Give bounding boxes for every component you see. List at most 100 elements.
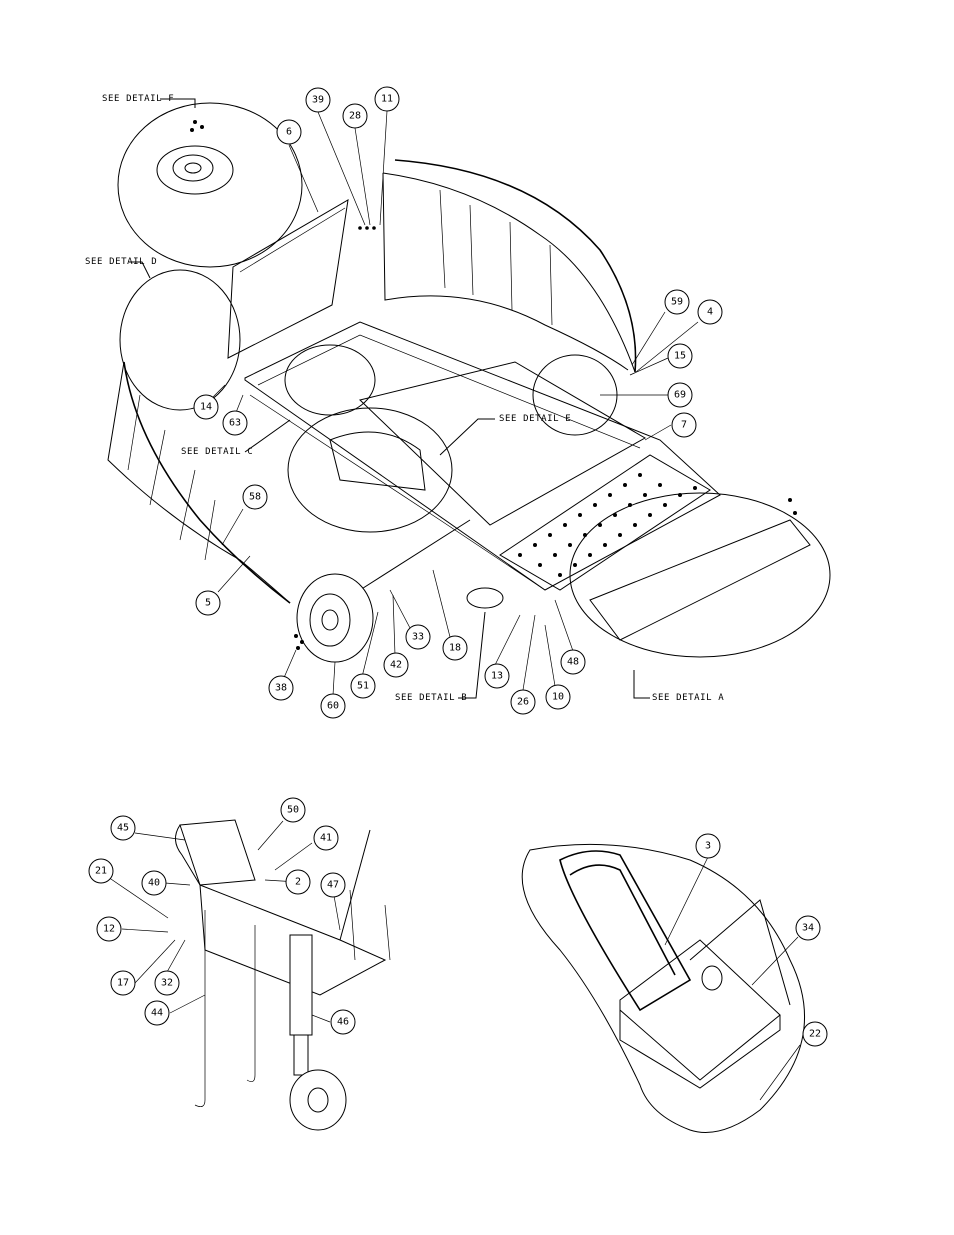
callout-circle — [664, 289, 690, 315]
callout-circle — [313, 825, 339, 851]
callout-2: 2 — [285, 869, 311, 895]
callout-38: 38 — [268, 675, 294, 701]
callout-51: 51 — [350, 673, 376, 699]
callout-number: 26 — [517, 697, 529, 708]
see-detail-f-label: SEE DETAIL F — [102, 94, 174, 104]
detail-a-bubble — [569, 492, 831, 658]
callout-63: 63 — [222, 410, 248, 436]
callout-41: 41 — [313, 825, 339, 851]
callout-number: 33 — [412, 632, 424, 643]
callout-circle — [545, 684, 571, 710]
callout-14: 14 — [193, 394, 219, 420]
see-detail-b-label: SEE DETAIL B — [395, 693, 467, 703]
callout-circle — [671, 412, 697, 438]
callout-number: 22 — [809, 1029, 821, 1040]
callout-number: 10 — [552, 692, 564, 703]
callout-circle — [110, 970, 136, 996]
callout-number: 4 — [707, 307, 713, 318]
detail-c-bubble — [287, 407, 453, 533]
callout-number: 58 — [249, 492, 261, 503]
callout-circle — [268, 675, 294, 701]
tread-holes — [518, 473, 697, 577]
callout-number: 18 — [449, 643, 461, 654]
callout-circle — [374, 86, 400, 112]
callout-34: 34 — [795, 915, 821, 941]
callout-46: 46 — [330, 1009, 356, 1035]
callout-11: 11 — [374, 86, 400, 112]
callout-circle — [320, 872, 346, 898]
callout-4: 4 — [697, 299, 723, 325]
callout-5: 5 — [195, 590, 221, 616]
callout-circle — [141, 870, 167, 896]
callout-number: 34 — [802, 923, 814, 934]
callout-circle — [88, 858, 114, 884]
callout-circle — [320, 693, 346, 719]
detail-f-bubble — [117, 102, 303, 268]
callout-number: 14 — [200, 402, 212, 413]
callout-number: 69 — [674, 390, 686, 401]
callout-13: 13 — [484, 663, 510, 689]
callout-number: 63 — [229, 418, 241, 429]
callout-number: 13 — [491, 671, 503, 682]
callout-42: 42 — [383, 652, 409, 678]
callout-18: 18 — [442, 635, 468, 661]
callout-number: 2 — [295, 877, 301, 888]
left-wheel — [296, 573, 374, 663]
callout-circle — [195, 590, 221, 616]
callout-7: 7 — [671, 412, 697, 438]
seat-bracket-assembly — [521, 843, 806, 1133]
callout-number: 7 — [681, 420, 687, 431]
callout-circle — [276, 119, 302, 145]
callout-circle — [795, 915, 821, 941]
callout-number: 5 — [205, 598, 211, 609]
callout-10: 10 — [545, 684, 571, 710]
callout-circle — [695, 833, 721, 859]
callout-48: 48 — [560, 649, 586, 675]
callout-circle — [280, 797, 306, 823]
callout-circle — [350, 673, 376, 699]
callout-59: 59 — [664, 289, 690, 315]
callout-number: 45 — [117, 823, 129, 834]
callout-number: 3 — [705, 841, 711, 852]
detail-b-bubble — [466, 587, 504, 609]
callout-number: 40 — [148, 878, 160, 889]
callout-circle — [330, 1009, 356, 1035]
callout-circle — [405, 624, 431, 650]
callout-12: 12 — [96, 916, 122, 942]
callout-circle — [110, 815, 136, 841]
callout-number: 59 — [671, 297, 683, 308]
callout-3: 3 — [695, 833, 721, 859]
callout-number: 50 — [287, 805, 299, 816]
callout-number: 17 — [117, 978, 129, 989]
callout-32: 32 — [154, 970, 180, 996]
callout-layer: 3928116594156971463585331842516038131026… — [88, 86, 828, 1047]
see-detail-c-label: SEE DETAIL C — [181, 447, 253, 457]
callout-15: 15 — [667, 343, 693, 369]
callout-number: 12 — [103, 924, 115, 935]
callout-number: 38 — [275, 683, 287, 694]
callout-26: 26 — [510, 689, 536, 715]
callout-69: 69 — [667, 382, 693, 408]
callout-circle — [96, 916, 122, 942]
callout-circle — [667, 382, 693, 408]
callout-6: 6 — [276, 119, 302, 145]
callout-45: 45 — [110, 815, 136, 841]
callout-40: 40 — [141, 870, 167, 896]
callout-number: 11 — [381, 94, 393, 105]
callout-circle — [697, 299, 723, 325]
callout-33: 33 — [405, 624, 431, 650]
callout-47: 47 — [320, 872, 346, 898]
callout-circle — [560, 649, 586, 675]
callout-28: 28 — [342, 103, 368, 129]
callout-number: 28 — [349, 111, 361, 122]
callout-number: 15 — [674, 351, 686, 362]
callout-58: 58 — [242, 484, 268, 510]
callout-circle — [383, 652, 409, 678]
callout-number: 48 — [567, 657, 579, 668]
callout-number: 6 — [286, 127, 292, 138]
detail-f-wheel — [156, 145, 234, 195]
callout-circle — [193, 394, 219, 420]
callout-number: 46 — [337, 1017, 349, 1028]
callout-number: 60 — [327, 701, 339, 712]
detail-d-bubble — [119, 269, 241, 411]
